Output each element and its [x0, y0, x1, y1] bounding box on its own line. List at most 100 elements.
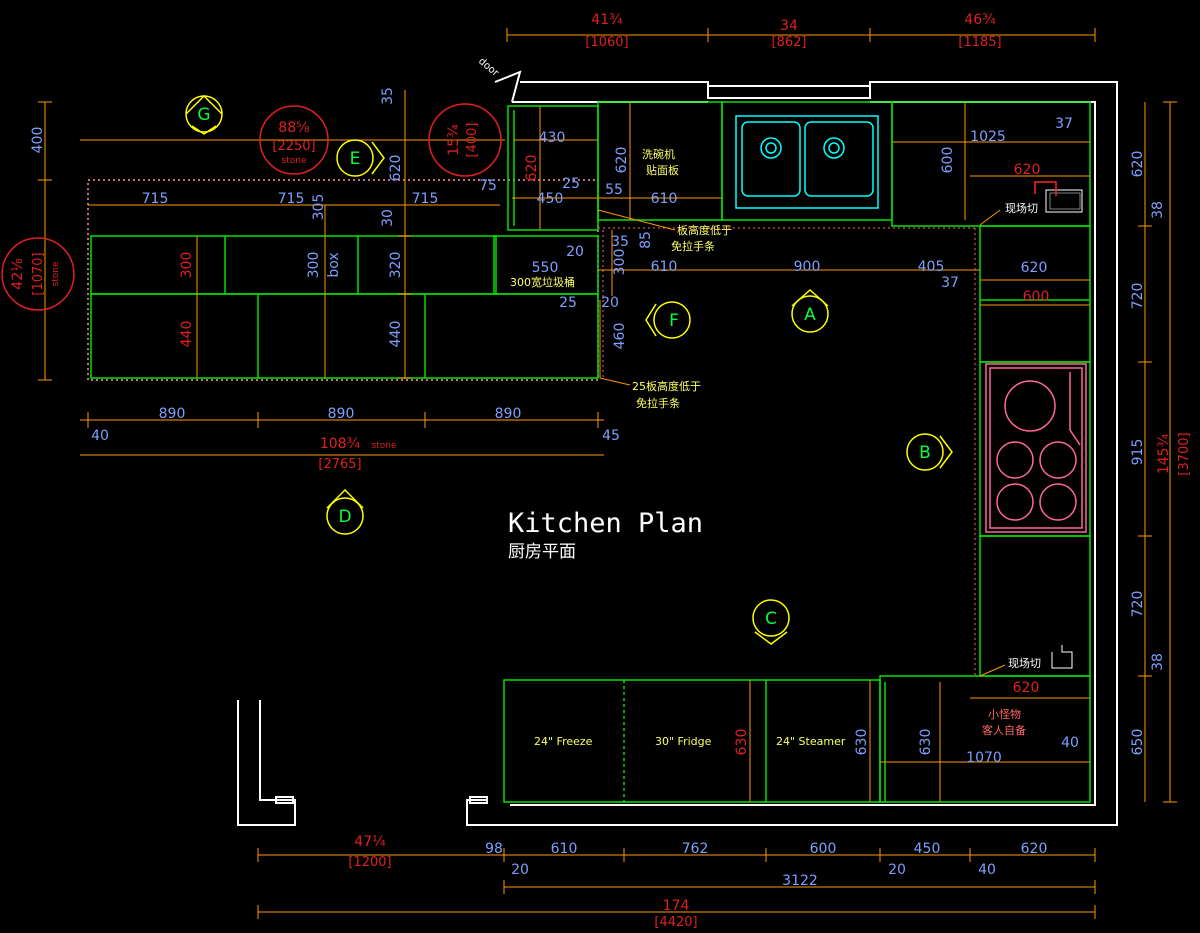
island-45: 45 [602, 428, 620, 444]
double-sink [735, 115, 879, 209]
outlet-symbol [1051, 645, 1073, 669]
elevation-marker-b [906, 433, 953, 471]
lower-panel-note-1: 25板高度低于 [632, 379, 701, 393]
cut-note-bottom: 现场切 [1008, 656, 1041, 670]
island-890a: 890 [159, 406, 186, 422]
island-30: 30 [380, 209, 396, 227]
row-600: 600 [1023, 289, 1050, 305]
right-wall-base-3 [979, 535, 1091, 677]
lower-panel-note-2: 免拉手条 [636, 396, 680, 410]
row-610: 610 [651, 259, 678, 275]
sink-cabinet [721, 101, 893, 221]
island-320: 320 [388, 252, 404, 279]
elevation-letter-f: F [669, 311, 679, 331]
pullout-85: 85 [638, 231, 654, 249]
elevation-letter-g: G [197, 105, 210, 125]
dishwasher-note-1: 洗碗机 [642, 147, 675, 161]
tall-25: 25 [562, 176, 580, 192]
right-38a: 38 [1150, 201, 1166, 219]
stone-markers [1, 103, 502, 311]
left-overall-note: stone [51, 261, 61, 286]
tall-630a: 630 [734, 729, 750, 756]
right-stub-cap [469, 796, 488, 804]
tall-1070: 1070 [966, 750, 1002, 766]
circle2-mm: [400] [465, 123, 480, 158]
circle2-in: 15¾ [446, 124, 462, 156]
sink-610: 610 [651, 191, 678, 207]
right-915: 915 [1130, 439, 1146, 466]
row-405: 405 [918, 259, 945, 275]
island-box: box [326, 252, 342, 277]
island-300b: 300 [306, 252, 322, 279]
island-440b: 440 [388, 321, 404, 348]
elevation-letter-d: D [338, 507, 351, 527]
elevation-letters: G E A F B D C [197, 105, 930, 629]
elevation-letter-e: E [350, 149, 361, 169]
dimension-lines [38, 28, 1177, 919]
upper-panel-note-1: 板高度低于 [677, 223, 732, 237]
island-overall-note: stone [372, 441, 397, 451]
island-890c: 890 [495, 406, 522, 422]
tall-450: 450 [537, 191, 564, 207]
top-dim-left-mm: [1060] [585, 35, 628, 50]
bottom-total-run: 3122 [782, 873, 818, 889]
bottom-620: 620 [1021, 841, 1048, 857]
elevation-markers [185, 94, 953, 645]
elevation-letter-c: C [765, 609, 777, 629]
row-620: 620 [1021, 260, 1048, 276]
pullout-300: 300 [612, 249, 628, 276]
top-dim-left-in: 41¾ [591, 12, 623, 28]
right-overall-mm: [3700] [1177, 432, 1192, 475]
tall-40: 40 [1061, 735, 1079, 751]
island-40: 40 [91, 428, 109, 444]
tall-630b: 630 [854, 729, 870, 756]
sink-600: 600 [940, 147, 956, 174]
island-300a: 300 [179, 252, 195, 279]
pullout-20: 20 [566, 244, 584, 260]
elevation-marker-a [791, 288, 829, 333]
top-dim-right-mm: [1185] [958, 35, 1001, 50]
pullout-35: 35 [611, 234, 629, 250]
circle1-mm: [2250] [272, 139, 315, 154]
island-440a: 440 [179, 321, 195, 348]
pullout-note: 300宽垃圾桶 [510, 275, 575, 289]
notes: 300宽垃圾桶 板高度低于 免拉手条 25板高度低于 免拉手条 洗碗机 贴面板 … [510, 147, 1041, 748]
freezer-label: 24" Freeze [534, 735, 593, 748]
island-35: 35 [380, 87, 396, 105]
island-upper-row [90, 235, 497, 295]
right-720b: 720 [1130, 591, 1146, 618]
cooktop [985, 363, 1087, 533]
bottom-600: 600 [810, 841, 837, 857]
plan-subtitle: 厨房平面 [508, 542, 576, 562]
bottom-20b: 20 [888, 862, 906, 878]
bottom-left-mm: [1200] [348, 855, 391, 870]
sink-37: 37 [1055, 116, 1073, 132]
right-620: 620 [1130, 151, 1146, 178]
island-620: 620 [388, 155, 404, 182]
right-38b: 38 [1150, 653, 1166, 671]
left-overall-mm: [1070] [31, 252, 46, 295]
elevation-letter-a: A [804, 305, 816, 325]
bottom-corner-cabinet [879, 675, 1091, 803]
upper-panel-note-2: 免拉手条 [671, 239, 715, 253]
island-715b: 715 [278, 191, 305, 207]
island-890b: 890 [328, 406, 355, 422]
right-650: 650 [1130, 729, 1146, 756]
bottom-98: 98 [485, 841, 503, 857]
door-jamb [494, 70, 522, 103]
top-dim-mid-mm: [862] [772, 35, 807, 50]
left-overall-in: 42⅛ [10, 258, 26, 290]
top-dim-mid-in: 34 [780, 18, 798, 34]
pullout-550: 550 [532, 260, 559, 276]
bottom-450: 450 [914, 841, 941, 857]
island-overall-mm: [2765] [318, 457, 361, 472]
dimension-labels: 41¾ [1060] 34 [862] 46¾ [1185] 47¼ [1200… [10, 12, 1192, 930]
sink-620: 620 [614, 147, 630, 174]
plan-title: Kitchen Plan [508, 508, 703, 539]
left-400: 400 [30, 127, 46, 154]
circle1-in: 88⅝ [278, 120, 310, 136]
right-overall-in: 145¾ [1156, 433, 1172, 474]
elevation-marker-f [645, 301, 691, 339]
window-top [707, 85, 871, 99]
